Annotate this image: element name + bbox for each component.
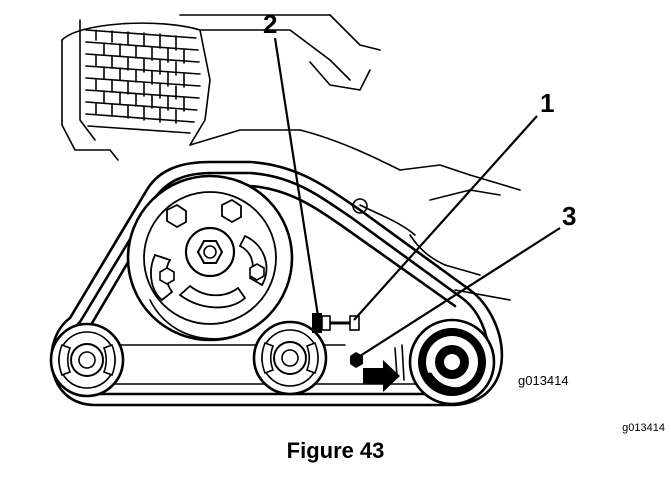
callout-3: 3 <box>562 201 576 231</box>
hex-nut-icon <box>350 352 363 368</box>
figure-caption-label: Figure <box>286 438 354 463</box>
callout-2: 2 <box>263 9 277 39</box>
leader-line-2 <box>273 37 320 317</box>
leader-line-3 <box>359 227 561 357</box>
middle-idler-pulley <box>252 320 328 396</box>
figure-caption-number: 43 <box>359 438 385 463</box>
outer-art-id: g013414 <box>622 422 665 434</box>
tensioner-bolt <box>312 313 360 333</box>
figure-art-id: g013414 <box>518 373 569 388</box>
engine-housing <box>61 19 211 161</box>
frame-lines <box>179 14 521 301</box>
main-pulley <box>126 174 294 342</box>
right-arrow-icon <box>363 360 400 392</box>
leader-line-1 <box>353 115 538 321</box>
left-idler-pulley <box>49 322 125 398</box>
right-drive-pulley <box>394 318 496 406</box>
callout-1: 1 <box>540 88 554 118</box>
